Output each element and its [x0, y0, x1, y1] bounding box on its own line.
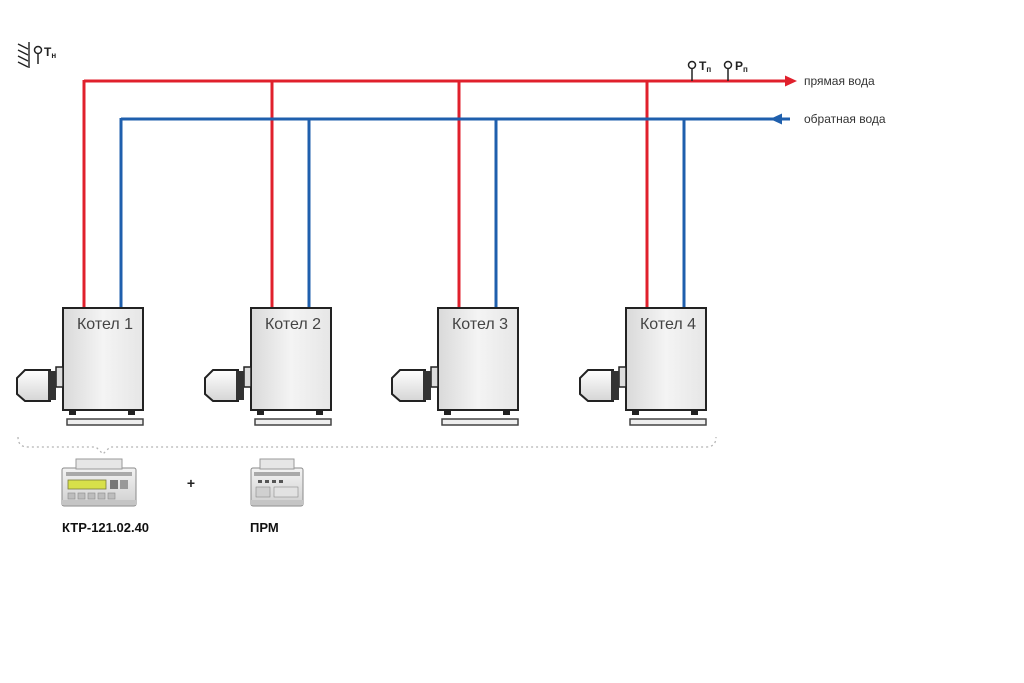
control-bracket: [17, 436, 717, 455]
supply-temp-sub: п: [706, 65, 711, 74]
supply-temp-label: Т: [699, 59, 707, 73]
outdoor-sensor-label: Т: [44, 45, 52, 59]
svg-text:Тн: Тн: [44, 45, 56, 60]
supply-temperature-sensor: Тп: [687, 59, 711, 81]
boiler-1: Котел 1: [16, 307, 144, 426]
svg-text:Рп: Рп: [735, 59, 748, 74]
boiler-label: Котел 4: [640, 316, 696, 333]
return-line: [119, 117, 790, 307]
sensor-probe-icon: [687, 60, 697, 81]
sensor-probe-icon: [33, 45, 43, 64]
supply-pressure-sub: п: [743, 65, 748, 74]
supply-pressure-label: Р: [735, 59, 743, 73]
wall-hatch-icon: [17, 42, 30, 68]
sensor-probe-icon: [723, 60, 733, 81]
return-arrow-icon: [770, 113, 782, 125]
svg-text:Тп: Тп: [699, 59, 711, 74]
outdoor-sensor-sub: н: [51, 51, 56, 60]
return-line-label: обратная вода: [804, 112, 886, 126]
supply-arrow-icon: [785, 75, 797, 87]
supply-line-label: прямая вода: [804, 74, 875, 88]
prm-module-label: ПРМ: [250, 520, 279, 535]
boiler-3: Котел 3: [391, 307, 519, 426]
boiler-4: Котел 4: [579, 307, 707, 426]
supply-pressure-sensor: Рп: [723, 59, 748, 81]
plus-sign: +: [187, 475, 195, 491]
prm-module-device: [250, 458, 304, 507]
boiler-label: Котел 3: [452, 316, 508, 333]
controller-ktr-label: КТР-121.02.40: [62, 520, 149, 535]
boiler-label: Котел 2: [265, 316, 321, 333]
boiler-label: Котел 1: [77, 316, 133, 333]
controller-ktr-device: [61, 458, 137, 507]
outdoor-temperature-sensor: Тн: [17, 42, 56, 68]
boiler-2: Котел 2: [204, 307, 332, 426]
